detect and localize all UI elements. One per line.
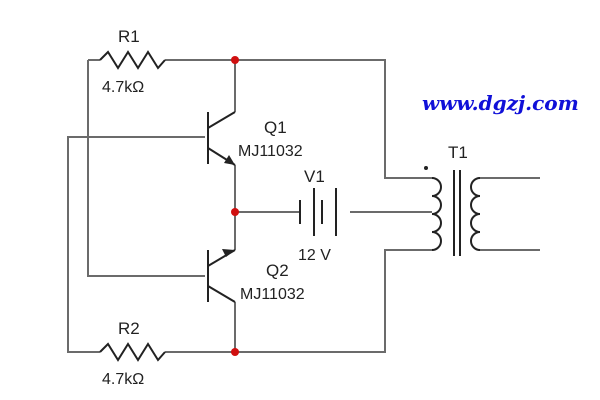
wire-q1-base-to-r2 [67, 136, 205, 353]
v1-value: 12 V [298, 247, 331, 264]
wires [67, 59, 540, 353]
transistor-q1: Q1 MJ11032 [207, 111, 303, 166]
q1-emitter-arrow-icon [224, 155, 235, 165]
junction-nodes [231, 56, 239, 356]
transformer-t1: T1 [424, 143, 481, 256]
battery-v1: V1 12 V [298, 167, 337, 264]
q2-emitter-arrow-icon [222, 249, 235, 257]
t1-name: T1 [448, 143, 468, 162]
resistor-r1: R1 4.7kΩ [99, 27, 166, 96]
transistor-q2: Q2 MJ11032 [207, 249, 305, 303]
r2-name: R2 [118, 319, 140, 338]
wire-bottom-rail [165, 249, 432, 353]
node-top [231, 56, 239, 64]
q2-name: Q2 [266, 261, 289, 280]
watermark-text: www.dgzj.com [422, 91, 579, 115]
wire-r1-to-q2-base [87, 60, 205, 277]
node-mid [231, 208, 239, 216]
t1-secondary-coil-icon [470, 177, 481, 251]
node-bottom [231, 348, 239, 356]
v1-name: V1 [304, 167, 325, 186]
r1-value: 4.7kΩ [102, 79, 144, 96]
wire-top-rail [88, 59, 432, 179]
q2-part: MJ11032 [240, 286, 305, 303]
t1-dot-icon [424, 166, 428, 170]
r1-name: R1 [118, 27, 140, 46]
t1-primary-coil-icon [431, 177, 442, 251]
q1-part: MJ11032 [238, 143, 303, 160]
resistor-r2: R2 4.7kΩ [99, 319, 166, 388]
r2-value: 4.7kΩ [102, 371, 144, 388]
q1-name: Q1 [264, 118, 287, 137]
